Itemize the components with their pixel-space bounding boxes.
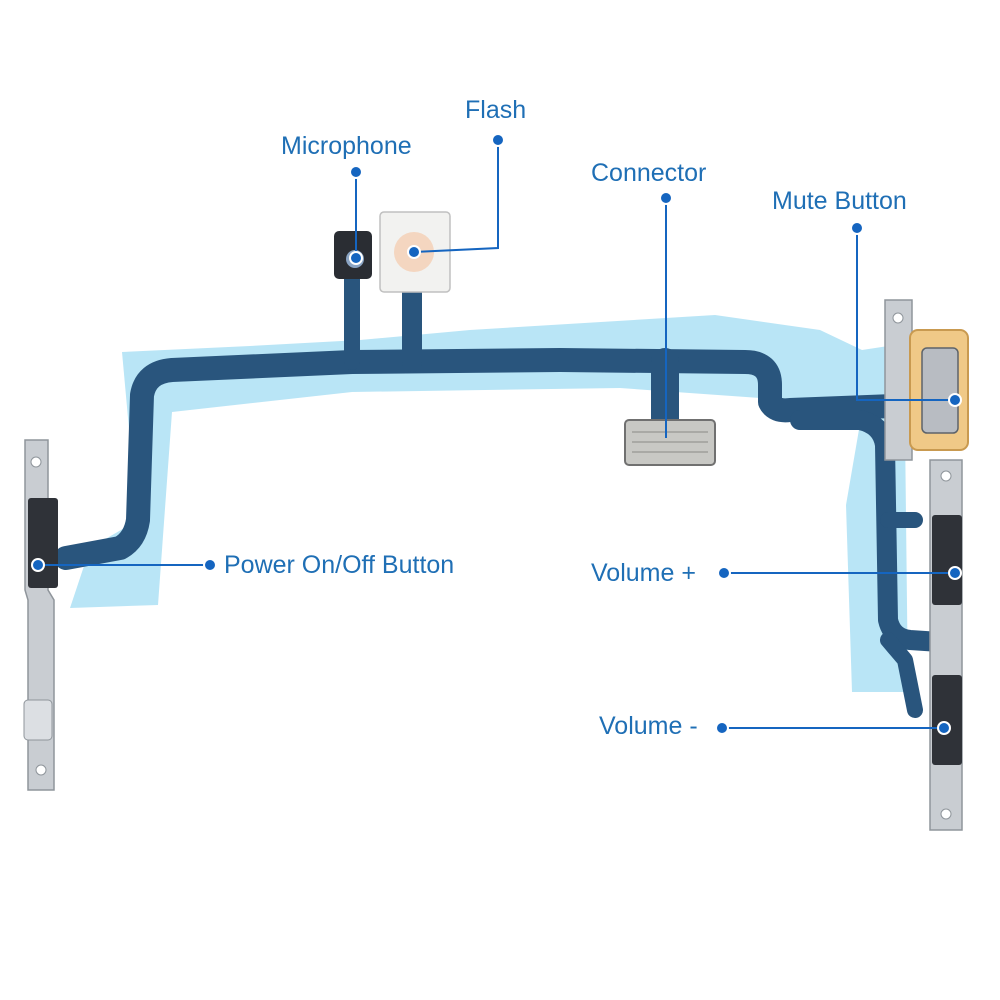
power-button-switch <box>28 498 58 588</box>
volume-up-dot <box>717 566 731 580</box>
volume-up-switch <box>932 515 962 605</box>
bracket-screw-hole-icon <box>940 470 952 482</box>
mute-button-bracket <box>884 299 913 461</box>
mute-dot <box>850 221 864 235</box>
mute-leader <box>856 228 955 401</box>
microphone-label: Microphone <box>281 132 412 160</box>
mute-switch <box>921 347 959 434</box>
microphone-dot <box>349 165 363 179</box>
power-target-dot <box>31 558 45 572</box>
callout-leaders <box>38 140 955 729</box>
volume-down-dot <box>715 721 729 735</box>
mute-target-dot <box>948 393 962 407</box>
bracket-screw-hole-icon <box>30 456 42 468</box>
flash-dot <box>491 133 505 147</box>
connector-label: Connector <box>591 159 707 187</box>
power-dot <box>203 558 217 572</box>
connector-texture <box>632 431 708 453</box>
adhesive-tape <box>70 315 920 692</box>
volume-down-target-dot <box>937 721 951 735</box>
volume-down-switch <box>932 675 962 765</box>
bracket-screw-hole-icon <box>35 764 47 776</box>
power-button-label: Power On/Off Button <box>224 551 455 579</box>
flex-main-trace <box>54 348 930 570</box>
connector-dot <box>659 191 673 205</box>
flash-leader <box>413 140 499 253</box>
volume-up-target-dot <box>948 566 962 580</box>
flash-target-dot <box>407 245 421 259</box>
bracket-screw-hole-icon <box>892 312 904 324</box>
volume-up-label: Volume + <box>591 559 696 587</box>
mute-button-label: Mute Button <box>772 187 907 215</box>
bracket-screw-hole-icon <box>940 808 952 820</box>
microphone-target-dot <box>349 251 363 265</box>
flex-right-trace <box>790 410 950 652</box>
bracket-clip <box>23 699 53 741</box>
flash-label: Flash <box>465 96 527 124</box>
flex-right-lower-trace <box>880 512 923 718</box>
callout-dots <box>31 133 962 735</box>
volume-down-label: Volume - <box>599 712 698 740</box>
